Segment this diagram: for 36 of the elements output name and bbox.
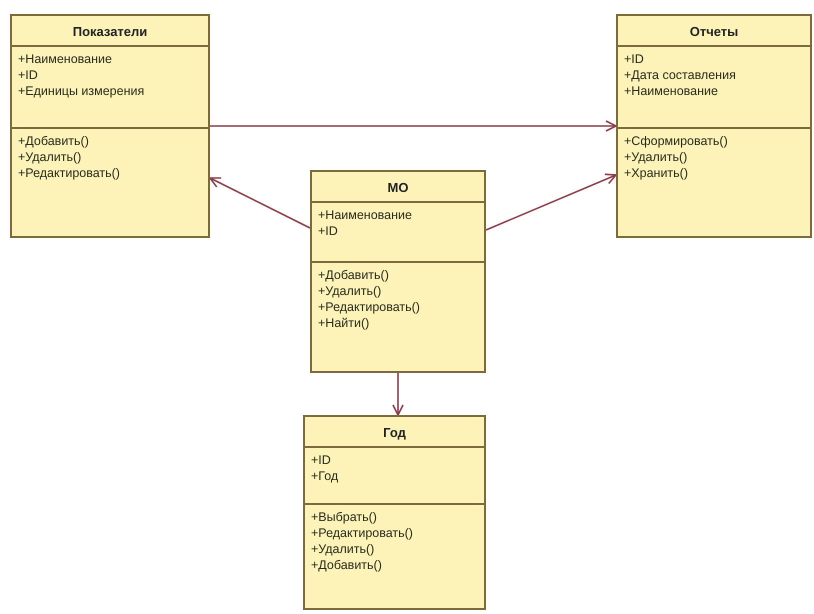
attribute-text: +ID [311,452,331,468]
method-text: +Удалить() [624,149,688,165]
method-text: +Добавить() [318,267,389,283]
method-text: +Редактировать() [18,165,120,181]
method-text: +Найти() [318,315,370,331]
attribute-text: +ID [318,223,338,239]
association-arrow [209,177,310,229]
method-text: +Удалить() [318,283,382,299]
attribute-text: +Год [311,468,338,484]
attribute-text: +Наименование [318,207,412,223]
association-arrow [486,174,617,231]
association-arrow [392,373,404,416]
class-box [310,170,486,373]
method-text: +Добавить() [311,557,382,573]
class-name: Отчеты [690,23,738,41]
method-text: +Удалить() [18,149,82,165]
attribute-text: +Единицы измерения [18,83,144,99]
method-text: +Добавить() [18,133,89,149]
method-text: +Редактировать() [311,525,413,541]
class-box [616,14,812,238]
class-name: Показатели [72,23,148,41]
association-arrow [210,120,617,132]
class-name: Год [383,424,406,442]
attribute-text: +Наименование [624,83,718,99]
method-text: +Выбрать() [311,509,377,525]
class-box [10,14,210,238]
attribute-text: +ID [18,67,38,83]
class-box [303,415,486,610]
attribute-text: +ID [624,51,644,67]
attribute-text: +Наименование [18,51,112,67]
class-name: МО [388,179,408,197]
method-text: +Сформировать() [624,133,728,149]
attribute-text: +Дата составления [624,67,736,83]
method-text: +Удалить() [311,541,374,557]
method-text: +Хранить() [624,165,688,181]
method-text: +Редактировать() [318,299,420,315]
